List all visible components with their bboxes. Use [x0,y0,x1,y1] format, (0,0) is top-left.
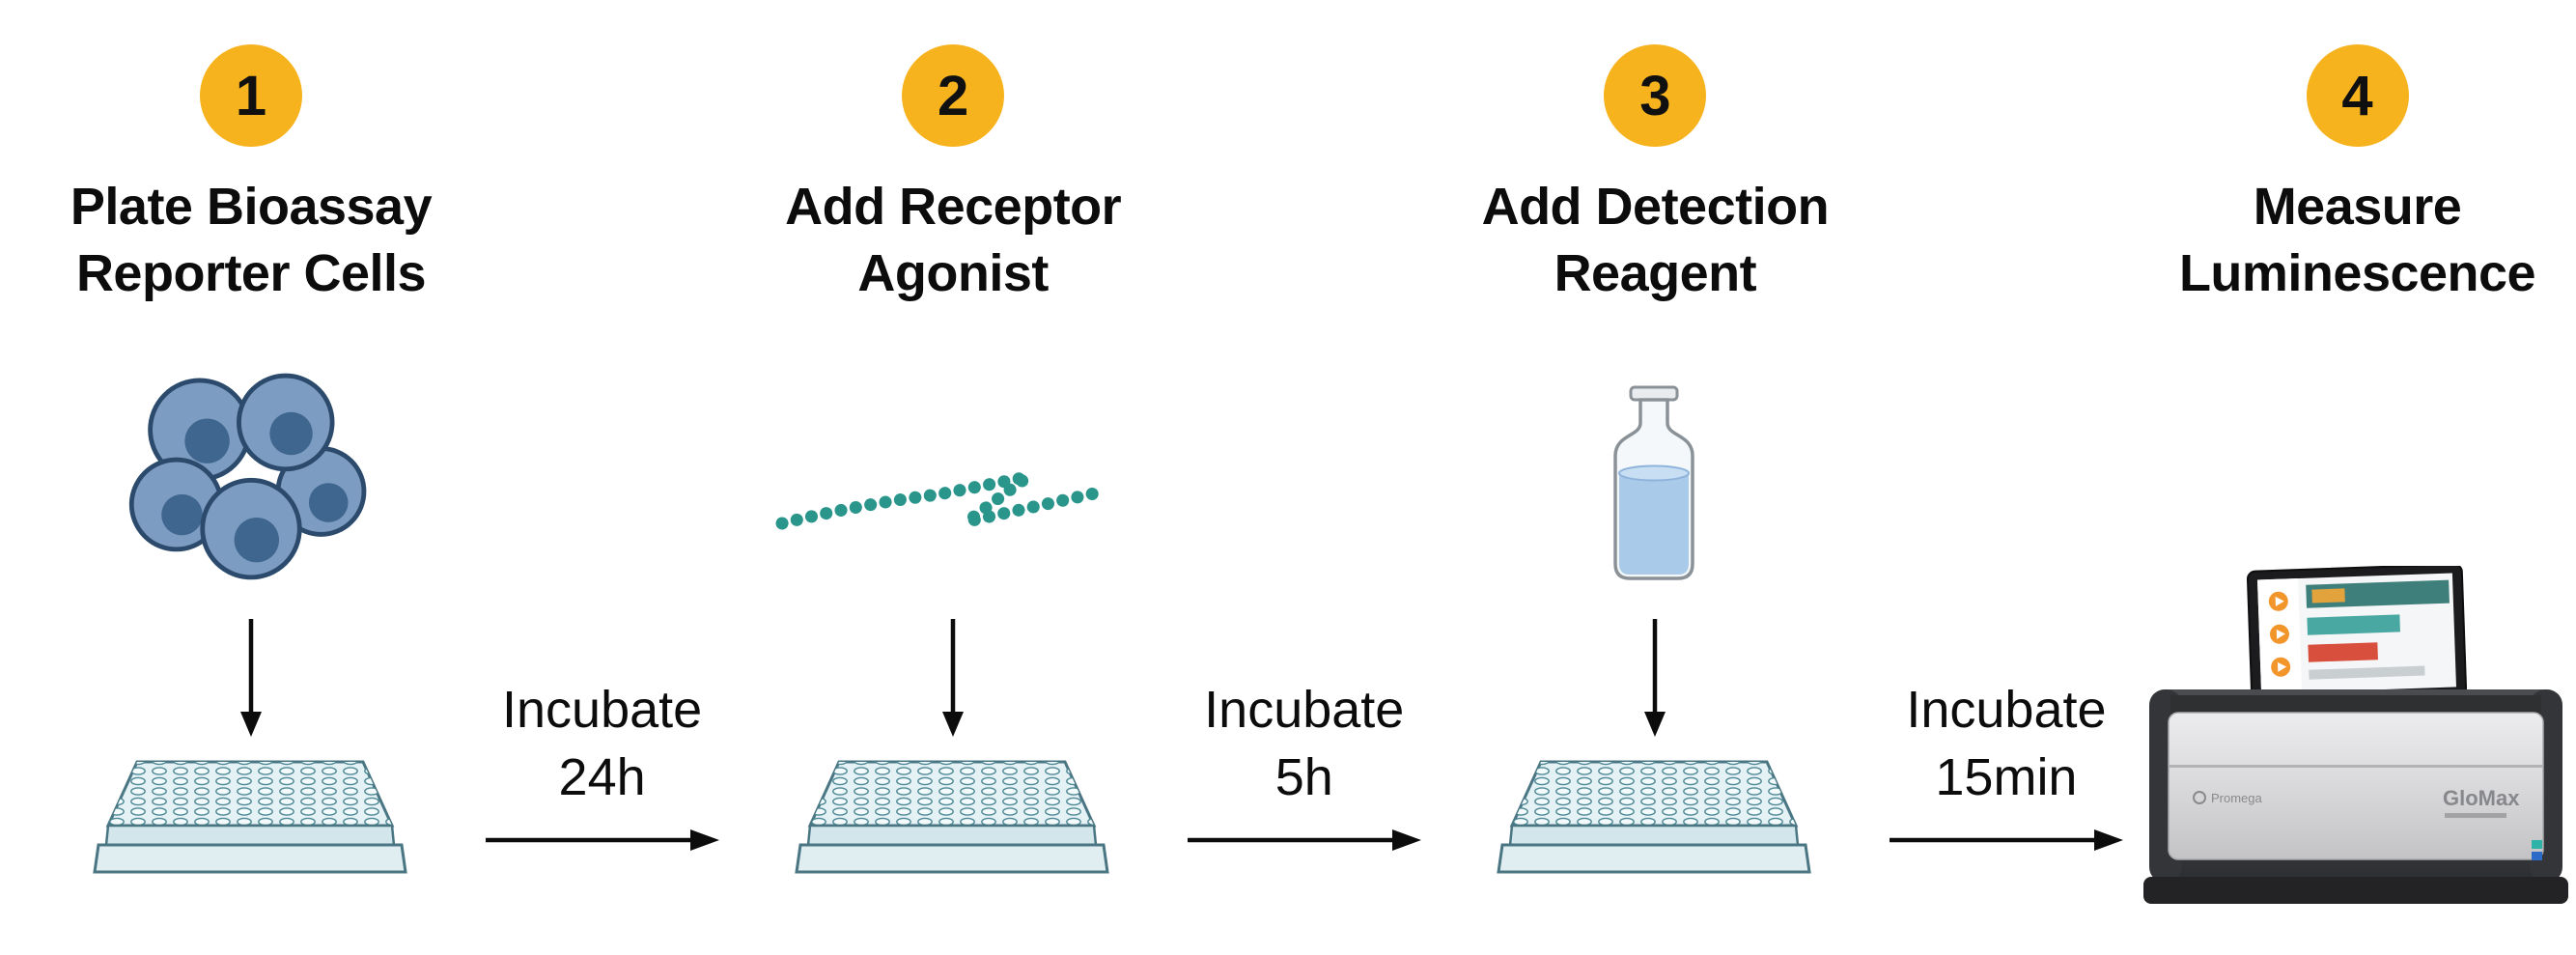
step-1-title-line1: Plate Bioassay [70,178,433,236]
step-1-badge: 1 [200,44,302,147]
connector-1: Incubate 24h [485,0,719,858]
connector-2-label-line1: Incubate [1204,681,1405,739]
connector-2-label: Incubate 5h [1204,676,1404,811]
step-4-badge: 4 [2306,44,2409,147]
down-arrow-icon [240,618,262,737]
microplate-icon [795,760,1109,874]
step-1-down-arrow-area [237,597,266,756]
connector-2-label-line2: 5h [1274,748,1333,807]
connector-1-label-line2: 24h [558,748,646,807]
connector-2: Incubate 5h [1187,0,1421,858]
step-2-badge: 2 [902,44,1005,147]
connector-3-label: Incubate 15min [1906,676,2106,811]
step-3-plate-area [1489,756,1821,911]
step-3-icon-area [1596,307,1714,597]
step-3-number: 3 [1639,64,1671,127]
step-4-instrument-area: Promega GloMax [2142,563,2574,930]
step-1-title: Plate Bioassay Reporter Cells [70,174,433,307]
right-arrow-icon [1187,829,1421,852]
step-1-title-line2: Reporter Cells [75,244,427,303]
instrument-brand-text: Promega [2211,791,2263,805]
step-2-title: Add Receptor Agonist [785,174,1122,307]
step-3-title-line2: Reagent [1554,244,1757,303]
step-3-title-line1: Add Detection [1481,178,1830,236]
step-1-icon-area [111,307,391,597]
step-1-number: 1 [235,64,267,127]
connector-3-label-line1: Incubate [1906,681,2107,739]
connector-3: Incubate 15min [1889,0,2123,858]
right-arrow-icon [485,829,719,852]
right-arrow-icon [1889,829,2123,852]
step-3-down-arrow-area [1640,597,1669,756]
step-2-plate-area [787,756,1119,911]
step-2-number: 2 [938,64,969,127]
step-3-badge: 3 [1604,44,1707,147]
step-2: 2 Add Receptor Agonist [702,0,1204,911]
connector-1-label-line1: Incubate [502,681,703,739]
step-4: 4 Measure Luminescence [2107,0,2576,930]
step-3: 3 Add Detection Reagent [1404,0,1906,911]
step-2-title-line1: Add Receptor [785,178,1122,236]
microplate-icon [1497,760,1812,874]
step-2-title-line2: Agonist [857,244,1049,303]
step-1-plate-area [85,756,417,911]
microplate-icon [93,760,407,874]
cells-icon [128,373,367,580]
agonist-icon [775,470,1106,530]
step-1: 1 Plate Bioassay Reporter Cells [0,0,502,911]
step-3-title: Add Detection Reagent [1482,174,1830,307]
down-arrow-icon [1644,618,1666,737]
step-2-icon-area [774,307,1132,597]
step-2-down-arrow-area [938,597,967,756]
connector-1-label: Incubate 24h [502,676,702,811]
instrument-model-text: GloMax [2443,786,2520,810]
reagent-bottle-icon [1613,385,1695,580]
step-4-title-line2: Luminescence [2178,244,2536,303]
luminometer-icon: Promega GloMax [2142,563,2568,905]
connector-3-label-line2: 15min [1935,748,2078,807]
step-4-title: Measure Luminescence [2178,174,2536,307]
step-4-title-line1: Measure [2253,178,2462,236]
down-arrow-icon [942,618,965,737]
step-4-number: 4 [2341,64,2373,127]
